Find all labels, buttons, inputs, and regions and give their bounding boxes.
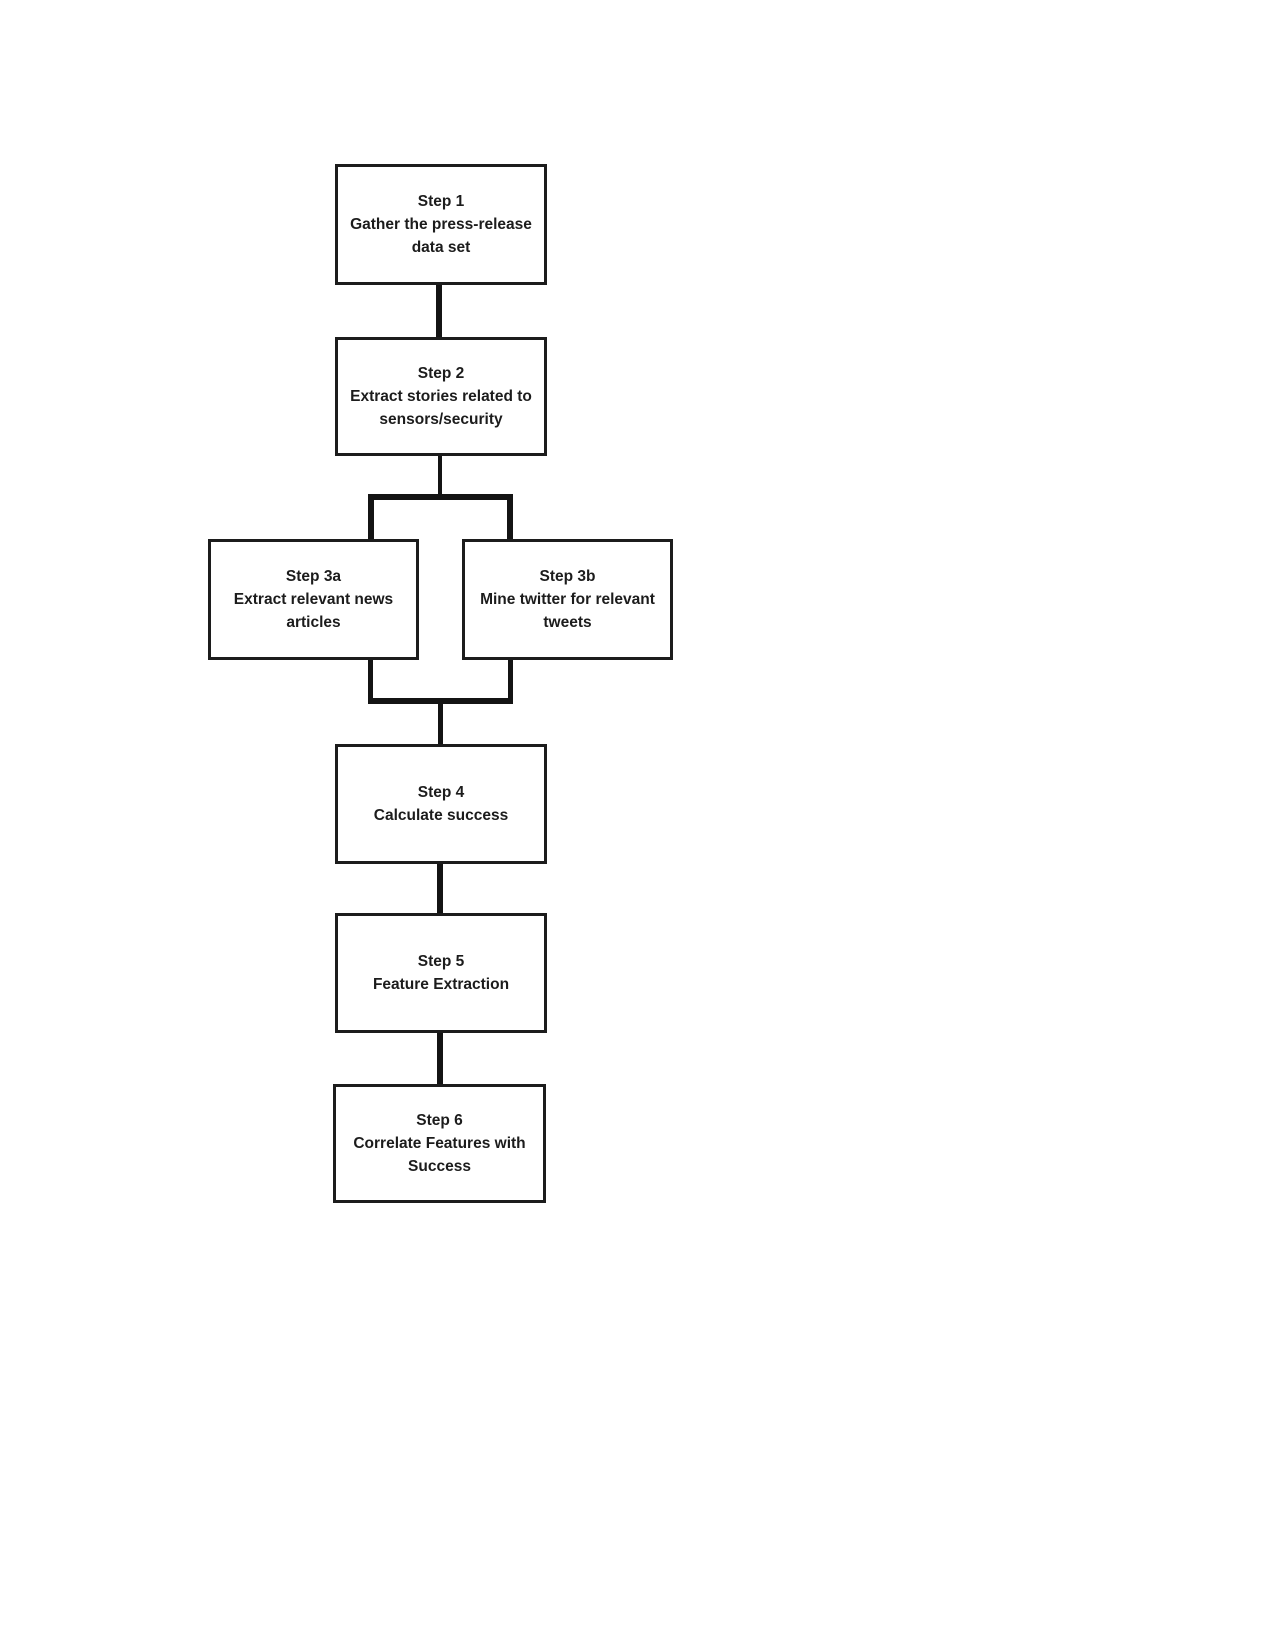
node-title: Step 6 xyxy=(416,1112,463,1129)
edge-step5-step6 xyxy=(437,1031,443,1085)
edge-merge-step4 xyxy=(438,700,443,746)
node-description: Calculate success xyxy=(373,807,509,824)
flowchart-node-step1: Step 1 Gather the press-release data set xyxy=(335,164,547,285)
node-title: Step 3a xyxy=(285,568,342,585)
edge-branch-drop-step3a xyxy=(368,494,374,541)
node-title: Step 1 xyxy=(417,193,465,210)
flowchart-node-step3a: Step 3a Extract relevant news articles xyxy=(208,539,419,660)
node-description: Feature Extraction xyxy=(372,976,510,993)
flowchart-node-step4: Step 4 Calculate success xyxy=(335,744,547,864)
node-description: Mine twitter for relevant tweets xyxy=(480,591,655,631)
node-title: Step 4 xyxy=(417,784,465,801)
node-title: Step 2 xyxy=(417,365,465,382)
edge-branch-drop-step3b xyxy=(507,494,513,541)
node-title: Step 5 xyxy=(417,953,465,970)
edge-step1-step2 xyxy=(436,283,442,339)
edge-branch-horizontal xyxy=(368,494,513,500)
edge-step2-branch xyxy=(438,453,442,497)
node-description: Extract relevant news articles xyxy=(233,591,394,631)
edge-step3b-merge xyxy=(508,657,513,703)
node-title: Step 3b xyxy=(539,568,596,585)
node-description: Extract stories related to sensors/secur… xyxy=(350,388,532,428)
edge-step4-step5 xyxy=(437,861,443,915)
flowchart-node-step5: Step 5 Feature Extraction xyxy=(335,913,547,1033)
flowchart-node-step6: Step 6 Correlate Features with Success xyxy=(333,1084,546,1203)
flowchart-node-step2: Step 2 Extract stories related to sensor… xyxy=(335,337,547,456)
node-description: Gather the press-release data set xyxy=(350,216,532,256)
edge-step3a-merge xyxy=(368,657,373,703)
flowchart-node-step3b: Step 3b Mine twitter for relevant tweets xyxy=(462,539,673,660)
node-description: Correlate Features with Success xyxy=(353,1135,526,1175)
